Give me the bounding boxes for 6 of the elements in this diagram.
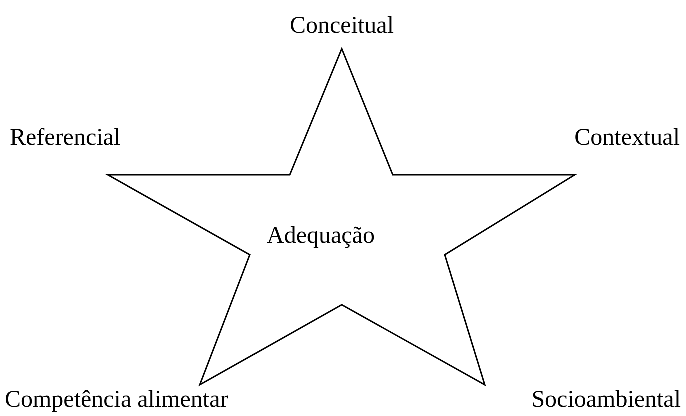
point-label: Referencial	[10, 124, 121, 152]
center-label: Adequação	[267, 222, 375, 250]
point-label: Competência alimentar	[5, 386, 228, 414]
point-label: Conceitual	[290, 12, 394, 40]
point-label: Contextual	[574, 124, 680, 152]
point-label: Socioambiental	[532, 386, 681, 414]
